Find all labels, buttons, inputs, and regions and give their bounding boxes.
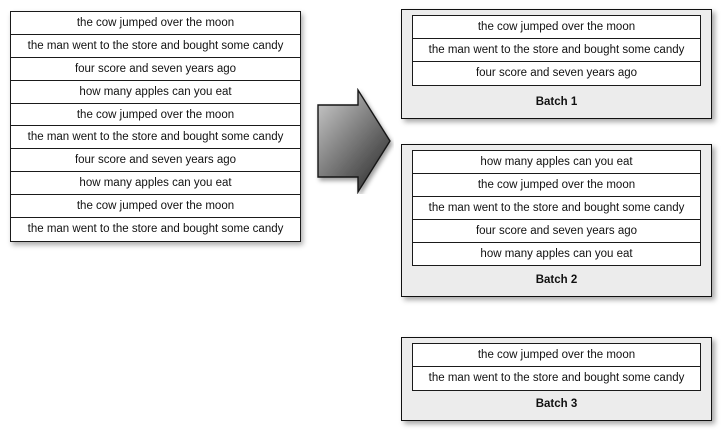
list-item: how many apples can you eat (413, 151, 700, 174)
list-item: the man went to the store and bought som… (413, 366, 700, 390)
batch-sentence-list: how many apples can you eat the cow jump… (412, 150, 701, 267)
list-item: the man went to the store and bought som… (413, 196, 700, 220)
arrow-shape (317, 88, 391, 194)
batch-label: Batch 1 (535, 96, 578, 108)
list-item: the cow jumped over the moon (11, 103, 300, 127)
batch-panel-1: the cow jumped over the moon the man wen… (401, 9, 712, 119)
list-item: four score and seven years ago (11, 57, 300, 81)
list-item: the cow jumped over the moon (11, 195, 300, 219)
list-item: the man went to the store and bought som… (413, 38, 700, 62)
list-item: the man went to the store and bought som… (11, 34, 300, 58)
list-item: the man went to the store and bought som… (11, 126, 300, 150)
list-item: the cow jumped over the moon (413, 16, 700, 39)
batch-panel-2: how many apples can you eat the cow jump… (401, 144, 712, 297)
list-item: how many apples can you eat (11, 80, 300, 104)
list-item: the cow jumped over the moon (11, 12, 300, 35)
batch-label: Batch 3 (535, 398, 578, 410)
input-sentence-list: the cow jumped over the moon the man wen… (10, 11, 301, 242)
list-item: four score and seven years ago (413, 219, 700, 243)
batch-sentence-list: the cow jumped over the moon the man wen… (412, 343, 701, 391)
list-item: four score and seven years ago (413, 61, 700, 85)
list-item: the cow jumped over the moon (413, 173, 700, 197)
batch-label: Batch 2 (535, 274, 578, 286)
list-item: four score and seven years ago (11, 149, 300, 173)
batch-panel-3: the cow jumped over the moon the man wen… (401, 337, 712, 421)
right-arrow-icon (317, 88, 391, 194)
batch-sentence-list: the cow jumped over the moon the man wen… (412, 15, 701, 86)
list-item: the man went to the store and bought som… (11, 218, 300, 241)
list-item: how many apples can you eat (11, 172, 300, 196)
list-item: the cow jumped over the moon (413, 344, 700, 367)
list-item: how many apples can you eat (413, 242, 700, 266)
